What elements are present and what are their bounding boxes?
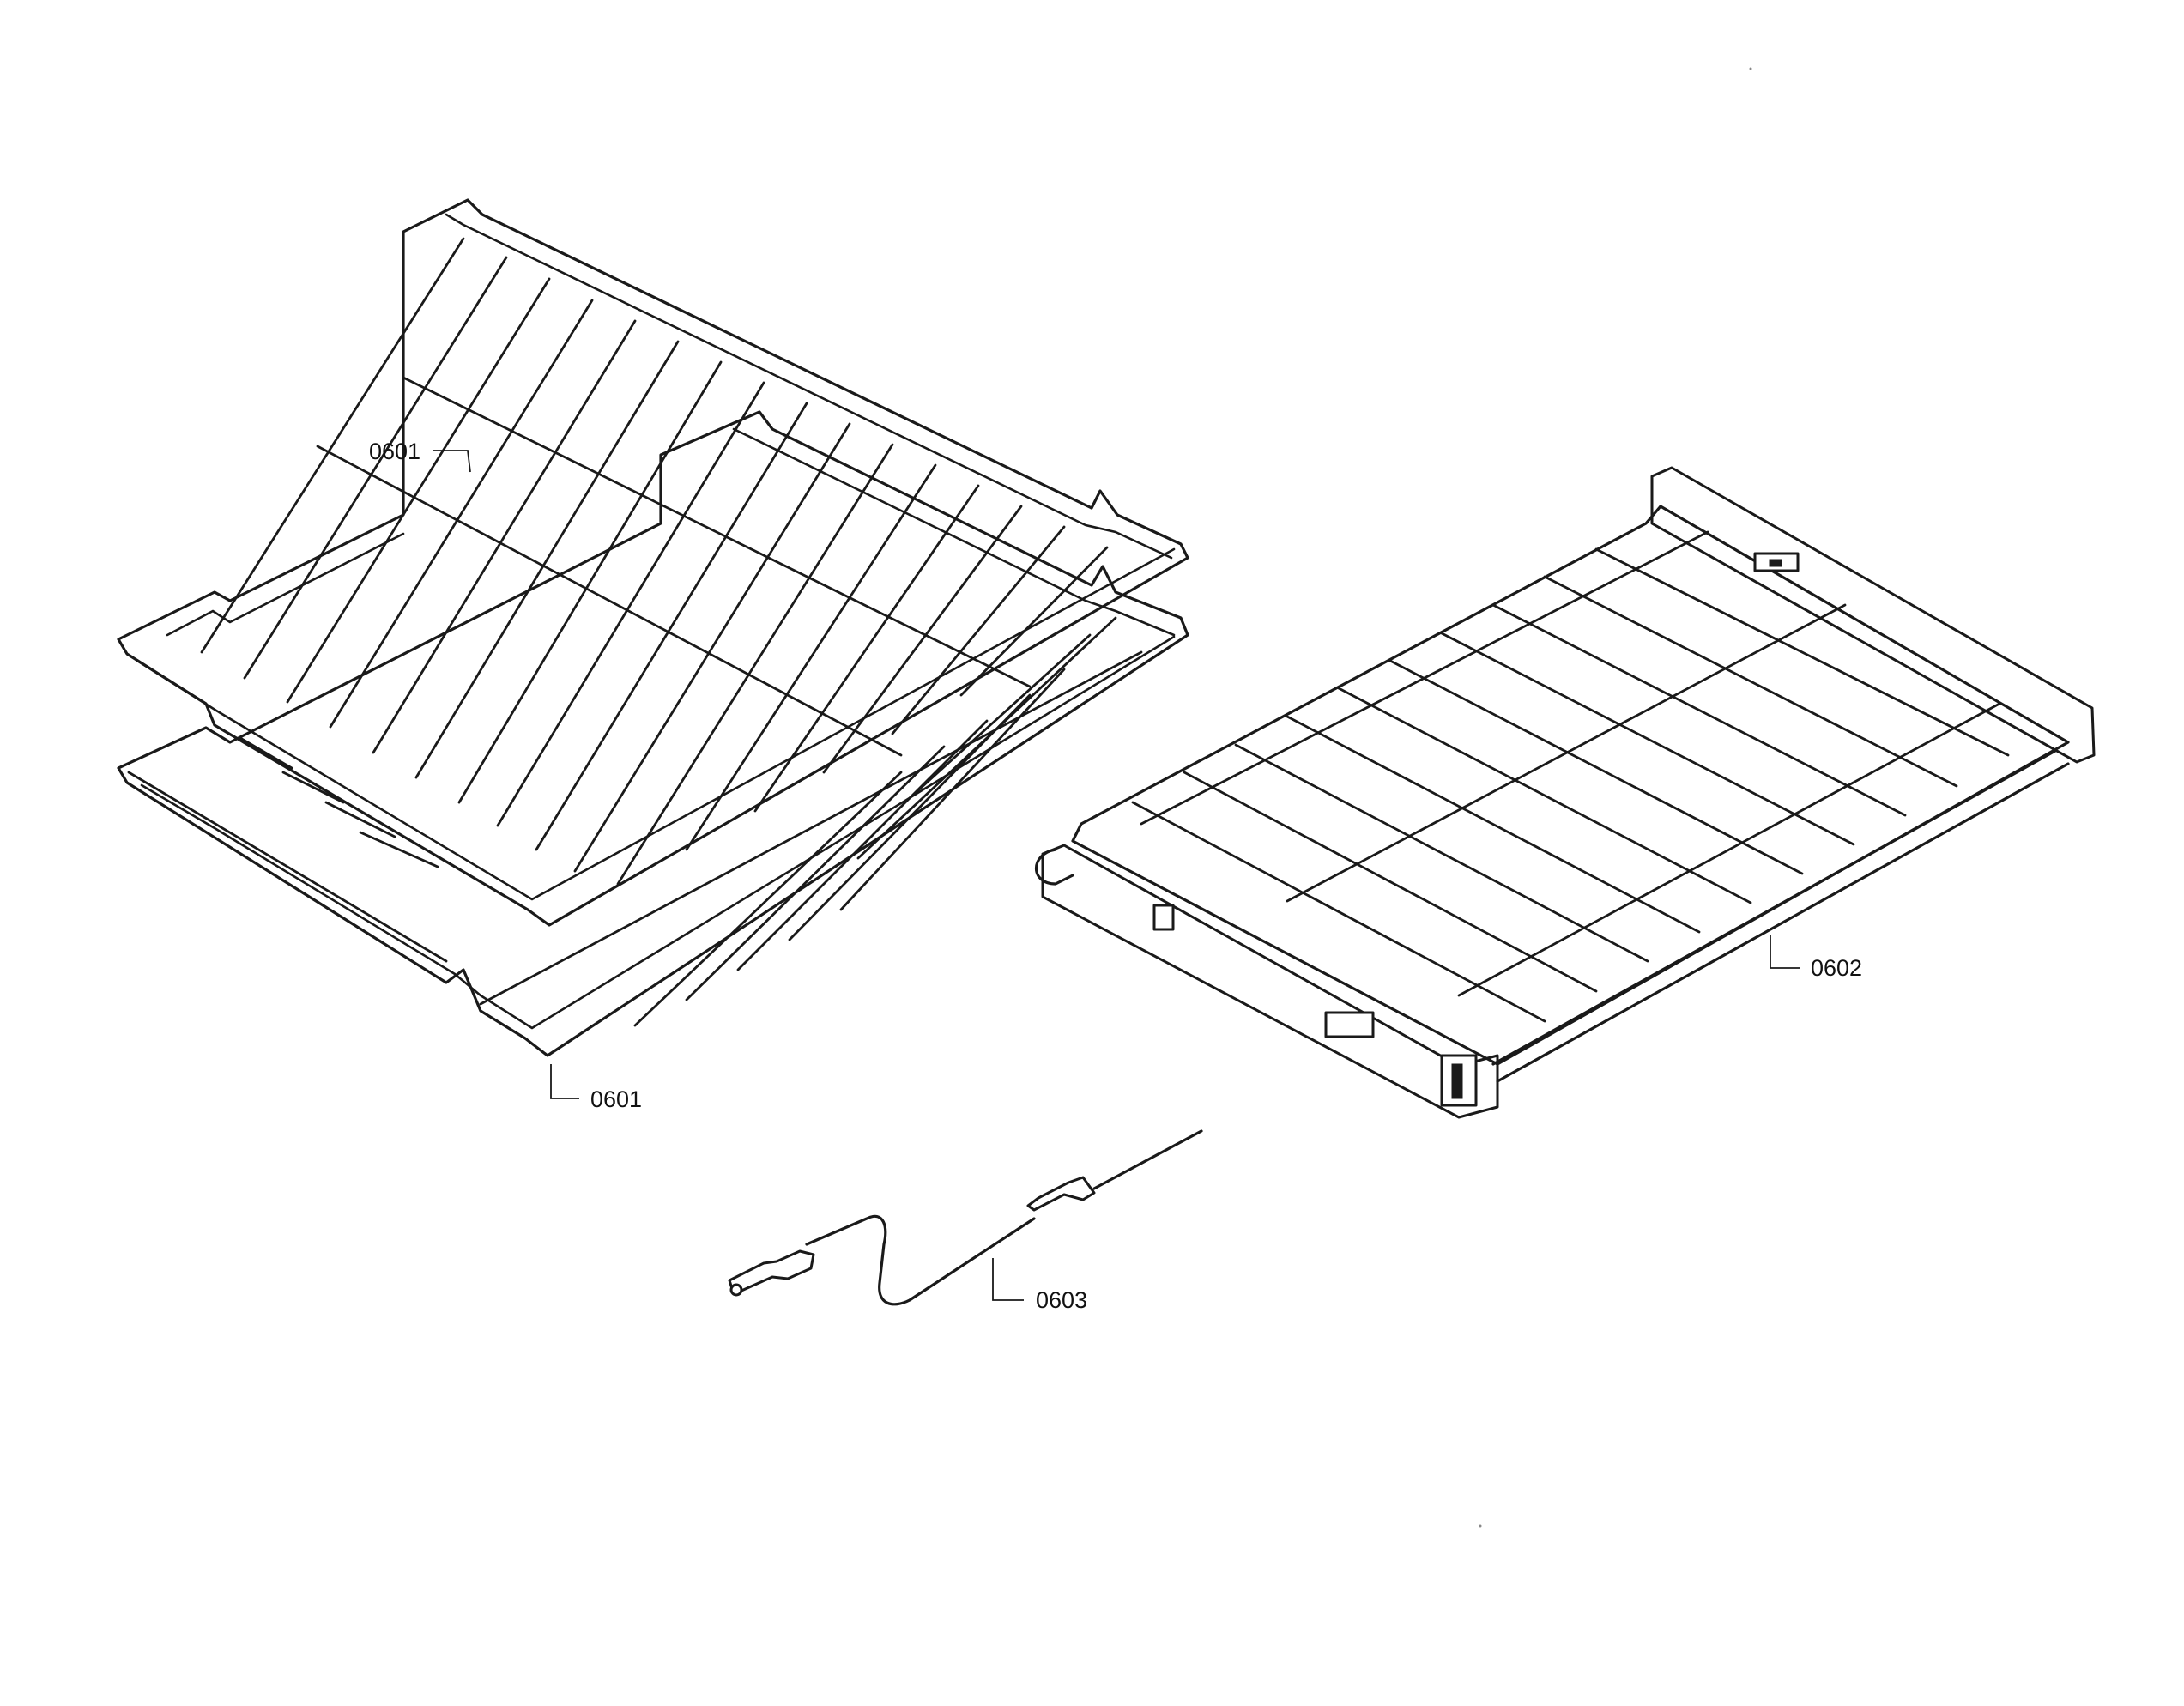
callout-telescopic-rack: 0602 <box>1770 935 1862 981</box>
rack-lower-inner-rail <box>732 427 1176 637</box>
rack-lower-bars <box>127 616 1143 1027</box>
meat-probe-plug-tip <box>729 1283 743 1297</box>
telescopic-rack-side-rail <box>1496 762 2070 1083</box>
callout-rack-upper: 0601 <box>369 439 471 473</box>
rack-lower-frame <box>117 410 1189 1057</box>
meat-probe-plug <box>728 1249 815 1296</box>
telescopic-rack-rear-bracket <box>1152 904 1175 931</box>
telescopic-rack-bars <box>1131 530 2010 1023</box>
leader-telescopic-rack <box>1770 935 1800 969</box>
telescopic-rack[interactable] <box>1034 466 2096 1119</box>
leader-rack-upper <box>433 450 471 473</box>
callout-meat-probe: 0603 <box>992 1258 1087 1313</box>
telescopic-rack-bracket-slot <box>1451 1063 1463 1099</box>
rack-upper-inner-rail <box>445 213 1173 560</box>
rack-upper-bars <box>200 237 1109 886</box>
leader-rack-lower <box>550 1064 579 1099</box>
telescopic-rack-front-rail <box>1041 844 1499 1119</box>
callout-rack-lower: 0601 <box>550 1064 642 1112</box>
meat-probe-handle <box>1026 1176 1096 1212</box>
rack-upper-frame <box>117 198 1189 927</box>
rack-upper-front-rail <box>136 547 1176 901</box>
telescopic-rack-back-rail <box>1650 466 2096 764</box>
scan-speck <box>1479 1524 1482 1528</box>
callout-label-meat-probe: 0603 <box>1036 1287 1087 1313</box>
leader-meat-probe <box>992 1258 1024 1301</box>
meat-probe[interactable] <box>728 1129 1203 1306</box>
callout-label-rack-lower: 0601 <box>590 1086 642 1112</box>
meat-probe-cable <box>805 1214 1036 1306</box>
telescopic-rack-shelf-frame <box>1071 505 2070 1066</box>
wire-rack-upper[interactable] <box>117 198 1189 927</box>
callout-label-rack-upper: 0601 <box>369 439 420 464</box>
scan-speck <box>1749 67 1752 70</box>
rack-upper-side-left <box>166 532 405 637</box>
telescopic-rack-hook <box>1034 848 1074 886</box>
wire-rack-lower[interactable] <box>117 410 1189 1057</box>
rack-lower-front-rail <box>140 635 1176 1030</box>
callout-label-telescopic-rack: 0602 <box>1811 955 1862 981</box>
meat-probe-needle <box>1092 1129 1203 1190</box>
telescopic-rack-back-slot <box>1769 559 1782 567</box>
telescopic-rack-mid-bracket <box>1324 1011 1375 1038</box>
